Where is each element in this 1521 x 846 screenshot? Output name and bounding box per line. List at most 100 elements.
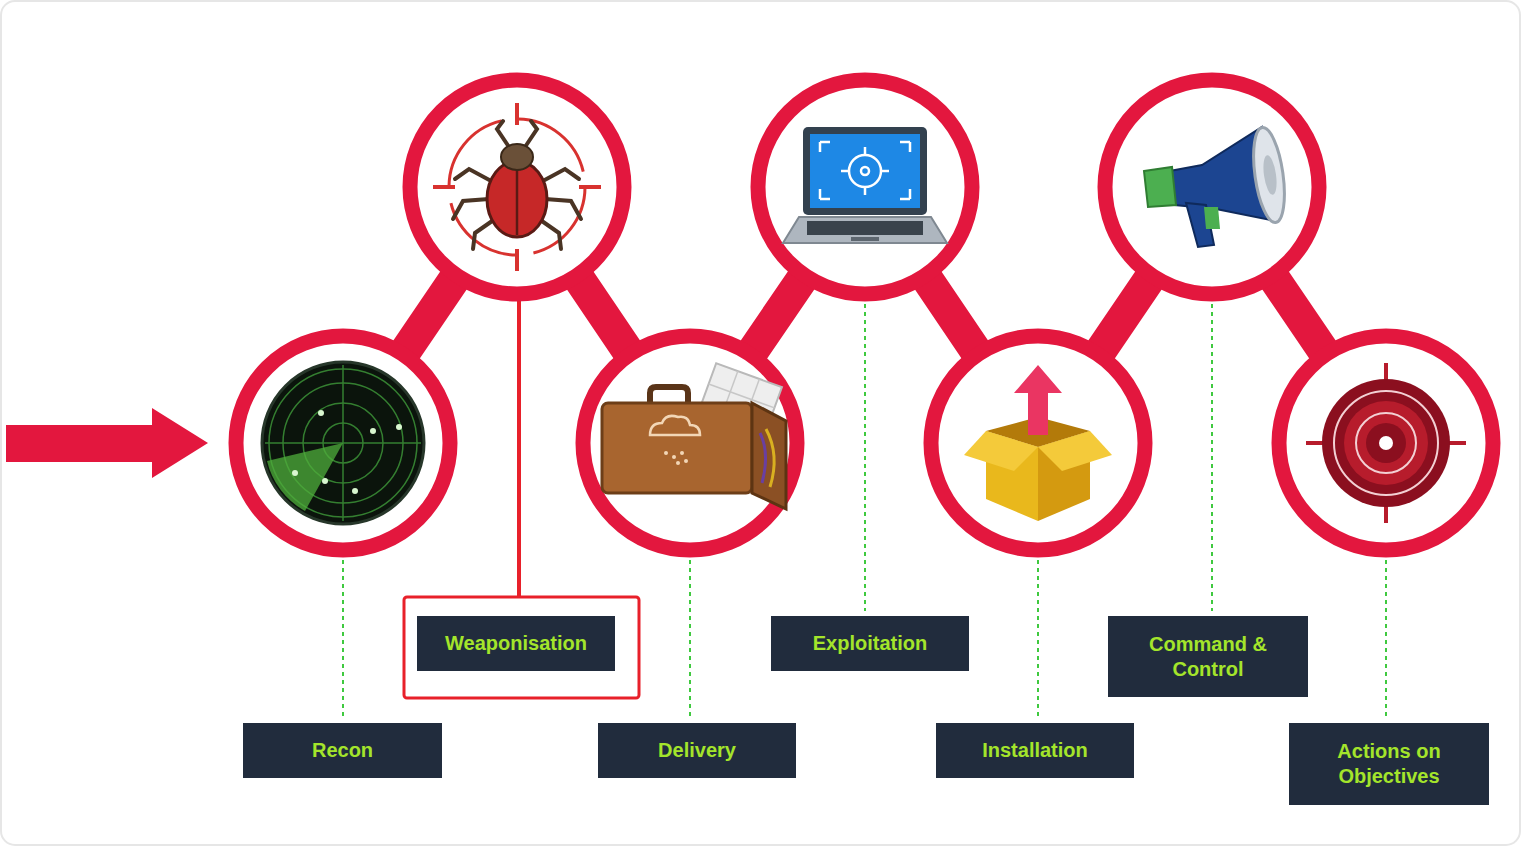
- leader-line: [342, 560, 344, 718]
- leader-line: [343, 304, 1386, 718]
- box-icon: [1014, 365, 1062, 435]
- stage-circle: [236, 80, 1493, 550]
- bug-icon: [453, 121, 581, 249]
- bug-icon: [453, 199, 489, 219]
- stage-circle: [1279, 336, 1493, 550]
- leader-line: [689, 560, 691, 718]
- bug-icon: [497, 121, 509, 147]
- bug-icon: [487, 161, 547, 237]
- target-icon: [1356, 413, 1416, 473]
- megaphone-icon: [1204, 207, 1220, 229]
- briefcase-icon: [672, 455, 676, 459]
- stage-label-box: Command & Control: [1108, 616, 1308, 697]
- stage-label-box: Recon: [243, 723, 442, 778]
- laptop-icon: [783, 127, 947, 243]
- stage-circle: [758, 80, 972, 294]
- stage-label: Command & Control: [1118, 632, 1298, 682]
- leader-line: [1211, 304, 1213, 611]
- radar-icon: [370, 428, 376, 434]
- target-icon: [1366, 423, 1406, 463]
- laptop-icon: [861, 167, 869, 175]
- radar-icon: [396, 424, 402, 430]
- stage-label-box: Actions on Objectives: [1289, 723, 1489, 805]
- stage-label-box: Exploitation: [771, 616, 969, 671]
- briefcase-icon: [680, 451, 684, 455]
- bug-icon: [515, 103, 519, 125]
- briefcase-icon: [664, 451, 688, 465]
- leader-line: [864, 304, 866, 611]
- megaphone-icon: [1261, 154, 1278, 195]
- laptop-icon: [820, 142, 910, 199]
- stage-label-box: Installation: [936, 723, 1134, 778]
- briefcase-icon: [684, 459, 688, 463]
- target-icon: [1306, 363, 1466, 523]
- radar-icon: [318, 410, 324, 416]
- briefcase-icon: [664, 451, 668, 455]
- radar-icon: [292, 410, 402, 494]
- laptop-icon: [881, 170, 889, 173]
- box-icon: [1038, 431, 1112, 471]
- highlight-frame: [404, 597, 639, 698]
- stage-circle: [1105, 80, 1319, 294]
- stage-circle: [931, 336, 1145, 550]
- bug-icon: [545, 199, 581, 219]
- stage-circle: [410, 80, 624, 294]
- radar-icon: [352, 488, 358, 494]
- radar-icon: [267, 443, 343, 511]
- box-icon: [964, 365, 1112, 521]
- leader-line: [1037, 560, 1039, 718]
- megaphone-icon: [1144, 167, 1176, 207]
- briefcase-icon: [602, 403, 752, 493]
- radar-icon: [262, 362, 424, 524]
- stage-circle: [583, 336, 797, 550]
- radar-icon: [265, 365, 421, 521]
- stage-circle: [236, 336, 450, 550]
- target-icon: [1344, 401, 1428, 485]
- box-icon: [964, 431, 1038, 471]
- briefcase-icon: [676, 461, 680, 465]
- laptop-icon: [810, 134, 920, 208]
- briefcase-icon: [602, 363, 786, 509]
- target-icon: [1306, 363, 1466, 523]
- laptop-icon: [807, 221, 923, 235]
- bug-icon: [515, 249, 519, 271]
- highlight-line: [517, 300, 521, 597]
- stage-label: Actions on Objectives: [1299, 739, 1479, 789]
- target-icon: [1334, 391, 1438, 495]
- radar-icon: [262, 362, 424, 524]
- laptop-icon: [803, 127, 927, 215]
- bug-icon: [433, 103, 601, 271]
- radar-icon: [322, 478, 328, 484]
- stage-label-box: Delivery: [598, 723, 796, 778]
- briefcase-icon: [650, 416, 700, 435]
- bug-icon: [455, 169, 493, 182]
- bug-icon: [501, 144, 533, 170]
- leader-line: [1385, 560, 1387, 718]
- stage-label: Weaponisation: [445, 631, 587, 656]
- bug-icon: [449, 119, 585, 255]
- bug-icon: [433, 103, 601, 271]
- target-icon: [1322, 379, 1450, 507]
- bug-icon: [525, 121, 537, 147]
- stage-label: Exploitation: [813, 631, 927, 656]
- laptop-icon: [820, 142, 910, 199]
- megaphone-icon: [1144, 126, 1290, 247]
- briefcase-icon: [760, 433, 766, 483]
- entry-arrow: [6, 408, 208, 478]
- laptop-icon: [851, 237, 879, 241]
- stage-label: Delivery: [658, 738, 736, 763]
- briefcase-icon: [752, 403, 786, 509]
- bug-icon: [539, 219, 561, 249]
- stage-label-box: Weaponisation: [417, 616, 615, 671]
- laptop-icon: [783, 217, 947, 243]
- bug-icon: [433, 185, 455, 189]
- bug-icon: [579, 185, 601, 189]
- bug-icon: [541, 169, 579, 182]
- radar-icon: [292, 470, 298, 476]
- bug-icon: [473, 219, 495, 249]
- target-icon: [1379, 436, 1393, 450]
- stage-label: Recon: [312, 738, 373, 763]
